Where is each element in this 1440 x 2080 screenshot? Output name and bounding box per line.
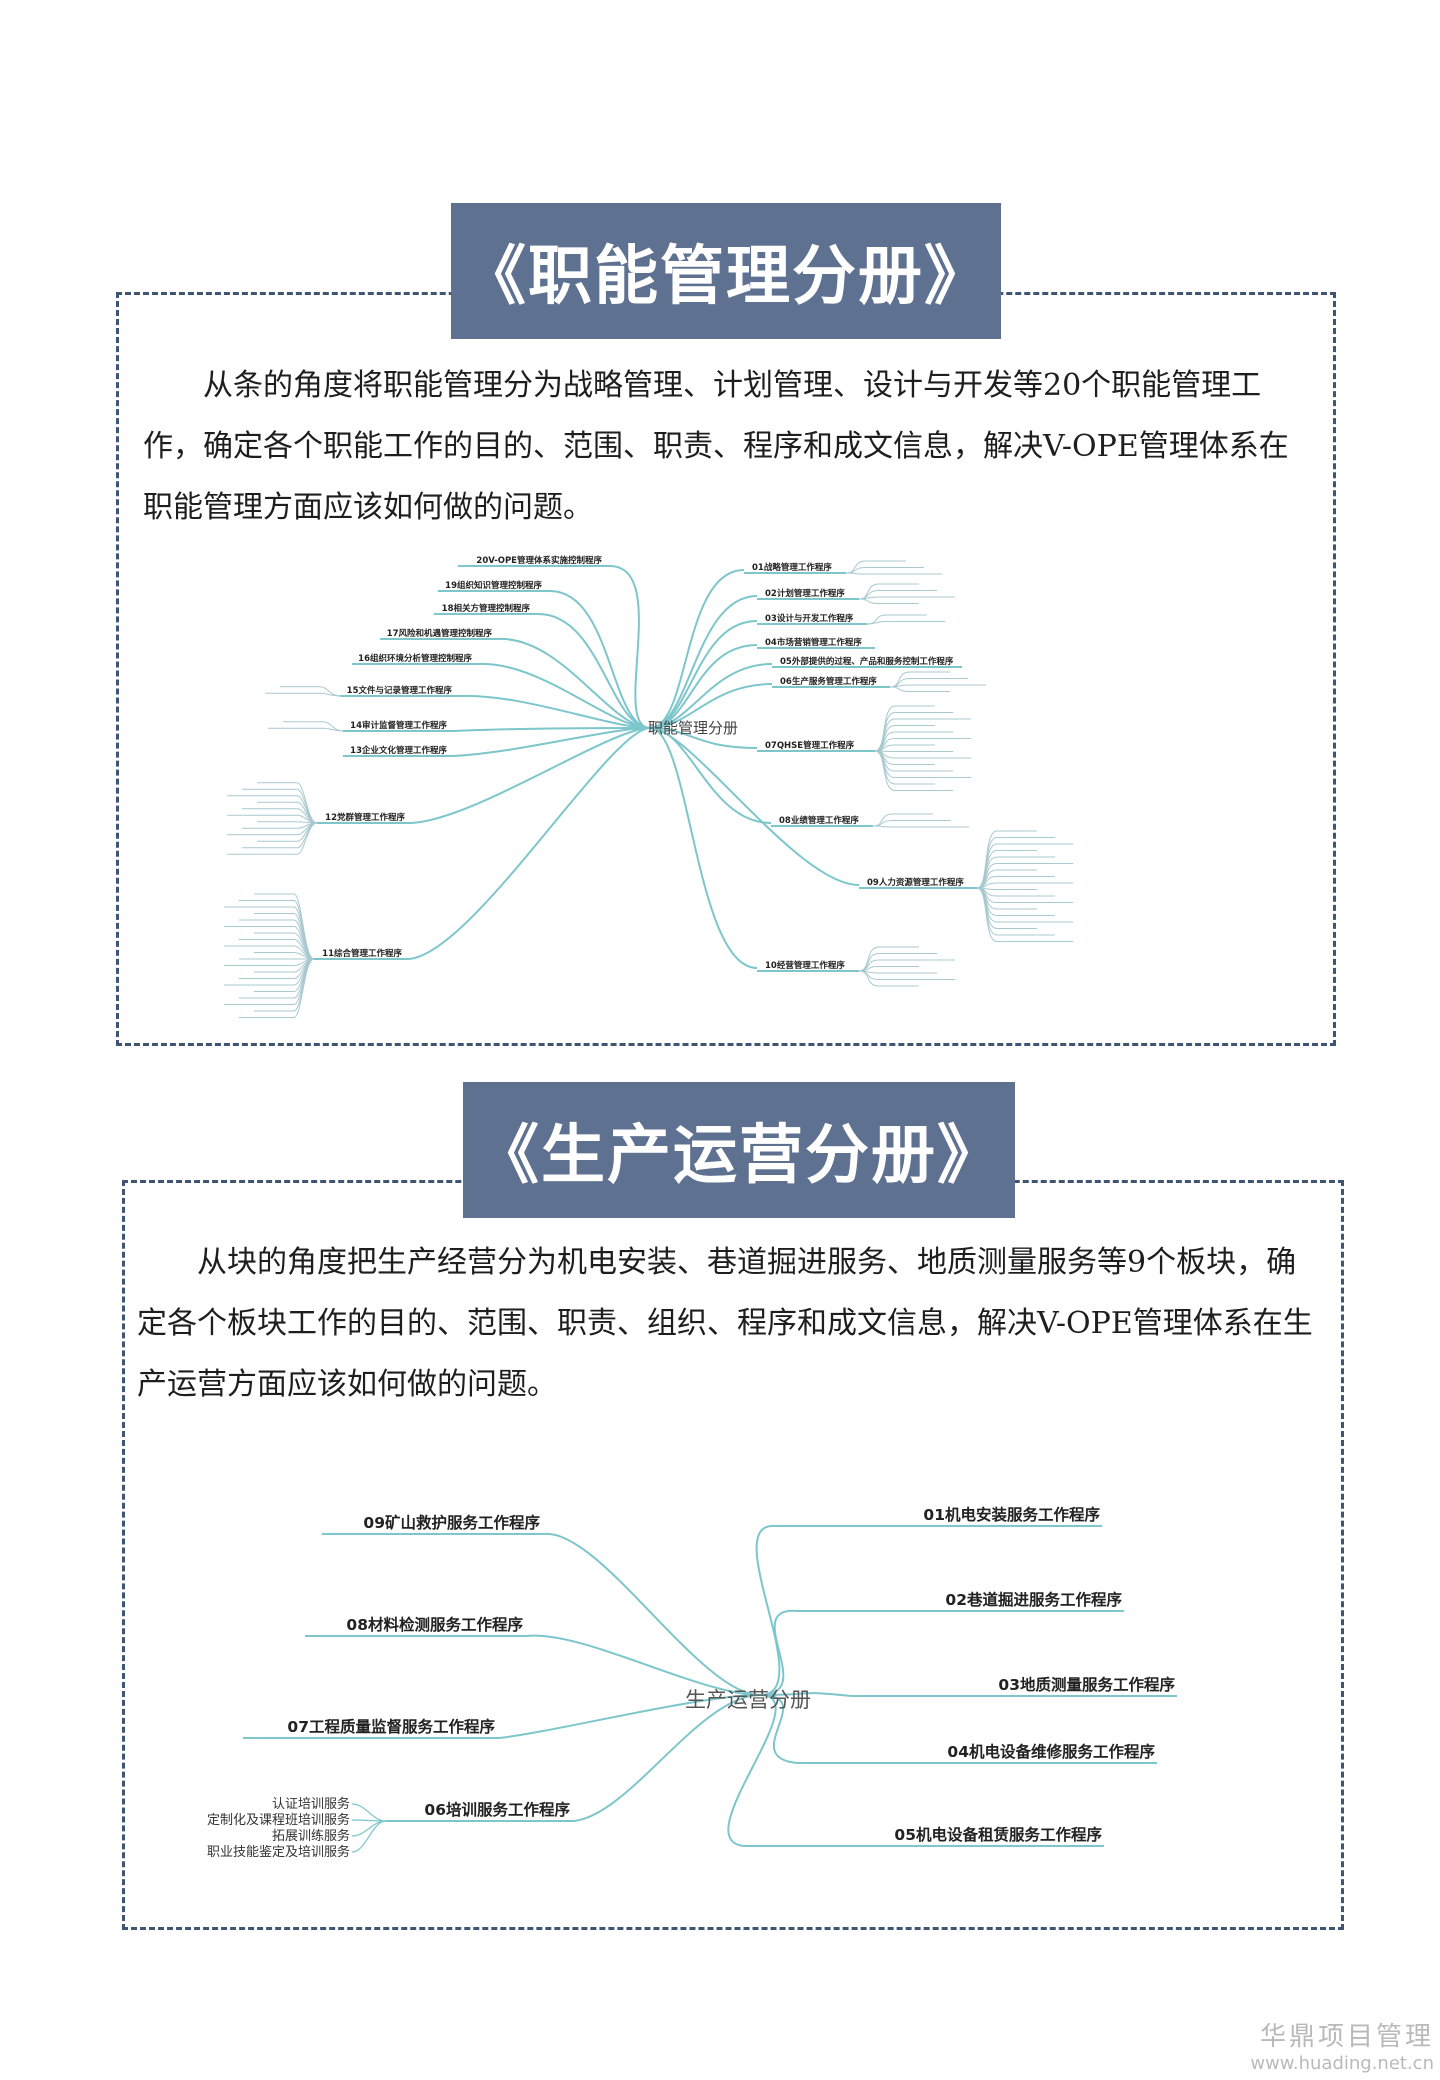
mindmap2-branch <box>755 1524 781 1696</box>
mindmap1-detail-branch <box>319 692 341 697</box>
mindmap1-detail-branch <box>874 750 896 791</box>
mindmap1-node-18: 18相关方管理控制程序 <box>442 603 531 614</box>
section1-mindmap: 职能管理分册 01战略管理工作程序 02计划管理工作程序 03设计与开发工作程序 04… <box>224 555 1073 1018</box>
mindmap1-node-12: 12党群管理工作程序 <box>325 812 405 823</box>
mindmap1-node-5: 05外部提供的过程、产品和服务控制工作程序 <box>780 656 954 667</box>
mindmap1-branch <box>497 637 651 729</box>
mindmap1-detail-branch <box>976 887 998 942</box>
mindmap2-node-3: 03地质测量服务工作程序 <box>998 1675 1175 1694</box>
mindmap1-node-2: 02计划管理工作程序 <box>765 588 845 599</box>
mindmap2-node-1: 01机电安装服务工作程序 <box>923 1505 1100 1524</box>
mindmap1-detail-branch <box>872 813 894 827</box>
mindmap2-training-sub-2: 定制化及课程班培训服务 <box>207 1812 350 1828</box>
mindmap1-branch <box>535 612 651 729</box>
mindmap1-node-1: 01战略管理工作程序 <box>752 562 832 573</box>
mindmap1-branch <box>649 644 758 729</box>
mindmap1-detail-branch <box>858 598 880 604</box>
mindmap2-sub-branch <box>351 1803 387 1822</box>
mindmap2-node-9: 09矿山救护服务工作程序 <box>363 1513 540 1532</box>
watermark-name: 华鼎项目管理 <box>1259 2022 1434 2052</box>
mindmap2-branch <box>759 1694 798 1764</box>
mindmap1-node-15: 15文件与记录管理工作程序 <box>347 685 453 696</box>
mindmap1-detail-branch <box>296 822 318 855</box>
watermark-url: www.huading.net.cn <box>1250 2053 1434 2074</box>
mindmap1-detail-branch <box>845 572 867 575</box>
mindmap2-branch <box>759 1609 799 1696</box>
mindmap1-branch <box>649 727 758 749</box>
mindmap1-detail-branch <box>858 946 880 972</box>
mindmap2-branch <box>498 1694 761 1739</box>
mindmap1-branch <box>410 727 651 824</box>
mindmap1-node-4: 04市场营销管理工作程序 <box>765 637 862 648</box>
mindmap1-branch <box>649 727 860 886</box>
mindmap1-detail-branch <box>322 727 344 732</box>
mindmap1-branch <box>649 569 745 729</box>
mindmap1-node-20: 20V-OPE管理体系实施控制程序 <box>476 555 602 566</box>
mindmap2-sub-branch <box>351 1820 387 1837</box>
mindmap2-training-sub-1: 认证培训服务 <box>272 1796 350 1812</box>
mindmap1-branch <box>452 727 651 757</box>
mindmap1-center: 职能管理分册 <box>648 719 738 737</box>
mindmap1-node-11: 11综合管理工作程序 <box>322 948 402 959</box>
mindmap1-node-3: 03设计与开发工作程序 <box>765 613 854 624</box>
section1-intro: 从条的角度将职能管理分为战略管理、计划管理、设计与开发等20个职能管理工作，确定… <box>143 368 1289 525</box>
mindmap2-node-6: 06培训服务工作程序 <box>424 1800 570 1819</box>
section2-intro: 从块的角度把生产经营分为机电安装、巷道掘进服务、地质测量服务等9个板块，确定各个… <box>137 1245 1313 1402</box>
mindmap1-detail-branch <box>872 825 894 828</box>
mindmap2-training-sub-3: 拓展训练服务 <box>272 1828 350 1844</box>
mindmap2-node-2: 02巷道掘进服务工作程序 <box>945 1590 1122 1609</box>
mindmap1-node-13: 13企业文化管理工作程序 <box>350 745 447 756</box>
mindmap1-detail-branch <box>845 560 867 574</box>
mindmap1-node-14: 14审计监督管理工作程序 <box>350 720 447 731</box>
section1-title: 《职能管理分册》 <box>451 203 1001 339</box>
mindmap1-node-8: 08业绩管理工作程序 <box>779 815 859 826</box>
section2-title: 《生产运营分册》 <box>463 1082 1015 1218</box>
mindmap2-center: 生产运营分册 <box>685 1688 811 1712</box>
mindmap1-detail-branch <box>866 621 888 625</box>
mindmap1-node-19: 19组织知识管理控制程序 <box>445 580 542 591</box>
mindmap1-branch <box>649 595 758 729</box>
mindmap1-branch <box>452 727 651 732</box>
mindmap1-branch <box>407 727 651 960</box>
mindmap1-branch <box>607 564 651 729</box>
mindmap1-node-10: 10经营管理工作程序 <box>765 960 845 971</box>
mindmap2-branch <box>526 1634 761 1696</box>
mindmap2-node-8: 08材料检测服务工作程序 <box>346 1615 523 1634</box>
mindmap2-branch <box>727 1694 777 1847</box>
section2-mindmap: 生产运营分册 01机电安装服务工作程序 02巷道掘进服务工作程序 03地质测量服务工… <box>207 1505 1177 1860</box>
mindmap2-node-5: 05机电设备租赁服务工作程序 <box>894 1825 1102 1844</box>
mindmap2-training-sub-4: 职业技能鉴定及培训服务 <box>207 1844 350 1860</box>
mindmap1-detail-branch <box>858 970 880 987</box>
mindmap2-node-7: 07工程质量监督服务工作程序 <box>287 1717 495 1736</box>
mindmap1-branch <box>649 727 758 969</box>
mindmap1-branch <box>547 589 651 729</box>
mindmap1-branch <box>649 683 773 729</box>
watermark: 华鼎项目管理 www.huading.net.cn <box>1250 2016 1434 2074</box>
mindmap2-branch <box>573 1694 761 1822</box>
mindmap1-detail-branch <box>889 686 911 692</box>
mindmap2-node-4: 04机电设备维修服务工作程序 <box>947 1742 1155 1761</box>
mindmap2-branch <box>543 1532 761 1696</box>
mindmap1-node-7: 07QHSE管理工作程序 <box>765 740 855 751</box>
mindmap1-node-9: 09人力资源管理工作程序 <box>867 877 964 888</box>
mindmap1-branch <box>477 662 651 729</box>
mindmap2-sub-branch <box>351 1820 387 1853</box>
mindmap1-detail-branch <box>293 958 315 1018</box>
mindmap1-branch <box>457 694 651 729</box>
mindmap1-node-16: 16组织环境分析管理控制程序 <box>358 653 472 664</box>
mindmap1-node-6: 06生产服务管理工作程序 <box>780 676 877 687</box>
mindmap1-node-17: 17风险和机遇管理控制程序 <box>387 628 493 639</box>
mindmap2-branch <box>759 1692 852 1697</box>
